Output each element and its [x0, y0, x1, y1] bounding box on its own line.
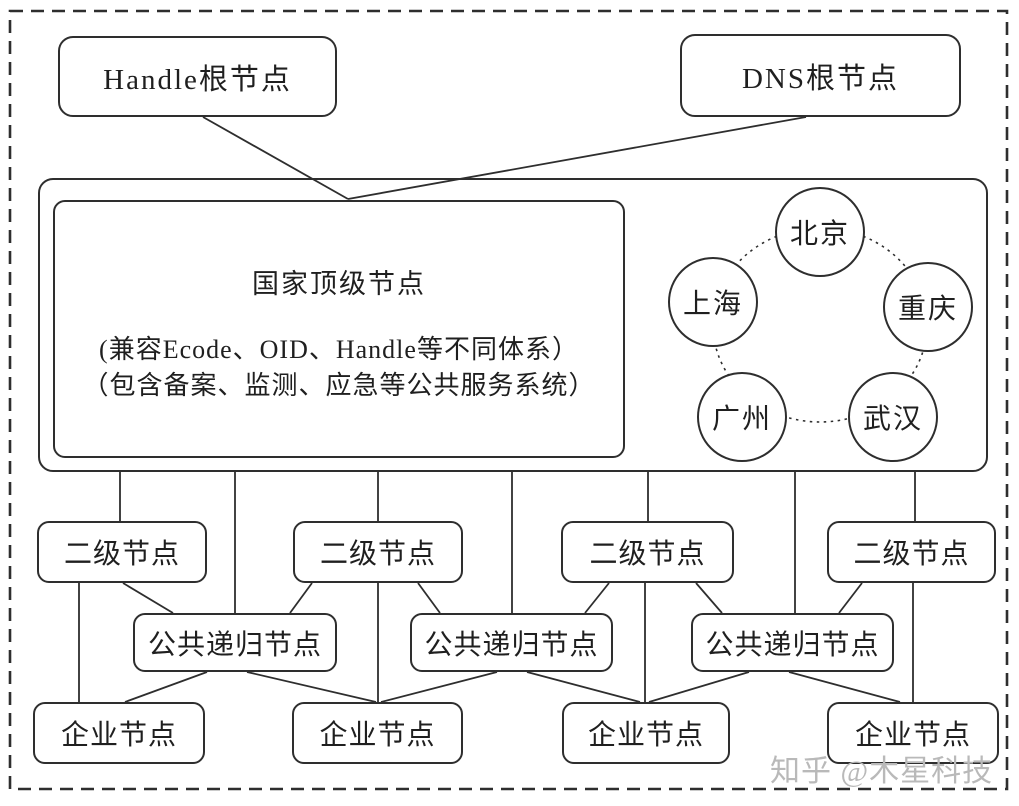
city-node-chongqing: 重庆 [883, 262, 973, 352]
node-second-level-2: 二级节点 [293, 521, 463, 583]
edge-recursive-2-to-enterprise-2 [380, 671, 498, 703]
node-enterprise-2: 企业节点 [292, 702, 463, 764]
node-public-recursive-3: 公共递归节点 [691, 613, 894, 672]
node-public-recursive-1: 公共递归节点 [133, 613, 337, 672]
node-second-level-1: 二级节点 [37, 521, 207, 583]
edge-recursive-2-to-enterprise-3 [526, 671, 641, 703]
node-dns-root: DNS根节点 [680, 34, 961, 117]
city-node-wuhan: 武汉 [848, 372, 938, 462]
edge-second-4-to-recursive-3 [838, 582, 863, 614]
edge-dns-root-to-national [347, 116, 807, 200]
node-enterprise-4: 企业节点 [827, 702, 999, 764]
node-national-top: 国家顶级节点 (兼容Ecode、OID、Handle等不同体系） （包含备案、监… [53, 200, 625, 458]
node-second-level-3: 二级节点 [561, 521, 734, 583]
edge-recursive-3-to-enterprise-3 [648, 671, 750, 703]
node-public-recursive-2: 公共递归节点 [410, 613, 613, 672]
connector-lines [78, 116, 916, 703]
city-node-guangzhou: 广州 [697, 372, 787, 462]
edge-second-3-to-recursive-3 [695, 582, 723, 614]
national-top-note-2: （包含备案、监测、应急等公共服务系统） [82, 371, 596, 400]
dashed-border [8, 9, 1009, 791]
node-handle-root: Handle根节点 [58, 36, 337, 117]
node-enterprise-1: 企业节点 [33, 702, 205, 764]
national-top-note-1: (兼容Ecode、OID、Handle等不同体系） [99, 335, 579, 364]
edge-second-1-to-recursive-1 [122, 582, 174, 614]
zhihu-watermark: 知乎 @木星科技 [770, 755, 994, 788]
edge-handle-root-to-national [202, 116, 349, 200]
edge-second-3-to-recursive-2 [584, 582, 610, 614]
node-second-level-4: 二级节点 [827, 521, 996, 583]
edge-recursive-3-to-enterprise-4 [788, 671, 901, 703]
national-top-title: 国家顶级节点 [252, 269, 426, 299]
city-node-beijing: 北京 [775, 187, 865, 277]
edge-second-2-to-recursive-2 [417, 582, 441, 614]
edge-recursive-1-to-enterprise-1 [124, 671, 208, 703]
city-node-shanghai: 上海 [668, 257, 758, 347]
national-container-box [38, 178, 988, 472]
node-enterprise-3: 企业节点 [562, 702, 730, 764]
edge-recursive-1-to-enterprise-2 [246, 671, 377, 703]
edge-second-2-to-recursive-1 [289, 582, 313, 614]
